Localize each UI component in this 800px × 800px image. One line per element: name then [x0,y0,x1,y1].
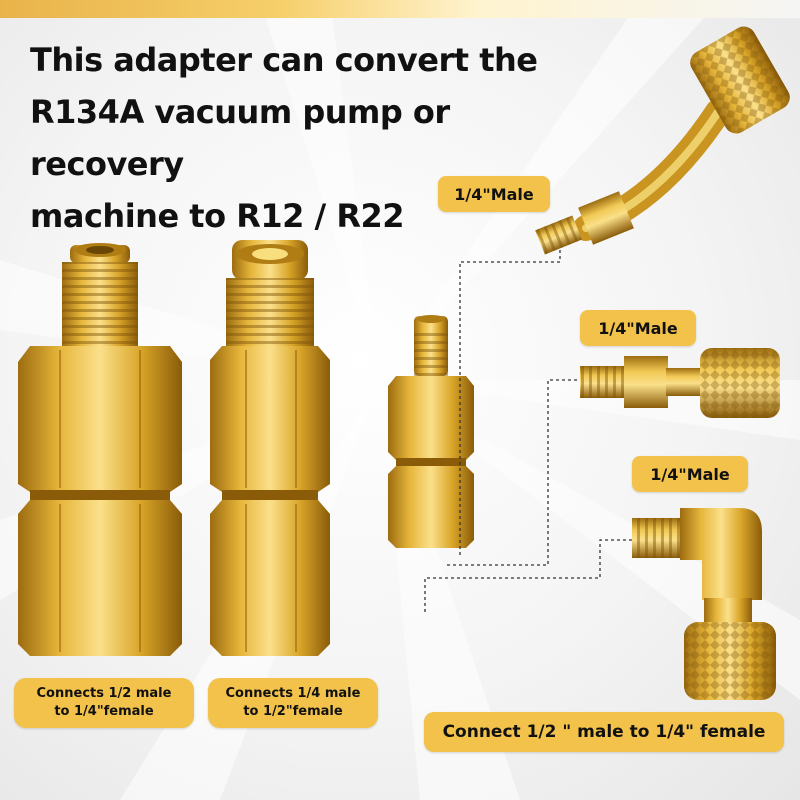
leader-lines [424,236,640,612]
adapter-bent [535,26,790,255]
caption-adapter-1: Connects 1/2 male to 1/4"female [14,678,194,728]
caption-connect-note: Connect 1/2 " male to 1/4" female [424,712,784,752]
adapter-1 [18,243,182,656]
label-male-middle: 1/4"Male [580,310,696,346]
caption-adapter-1-line-2: to 1/4"female [54,704,154,719]
adapter-straight [580,348,780,418]
adapter-2 [210,240,330,656]
headline-line-1: This adapter can convert the [30,41,538,79]
caption-adapter-2-line-2: to 1/2"female [243,704,343,719]
adapter-elbow [632,508,776,700]
headline: This adapter can convert the R134A vacuu… [30,34,590,242]
headline-line-2: R134A vacuum pump or recovery [30,93,450,183]
headline-line-3: machine to R12 / R22 [30,197,405,235]
label-male-top: 1/4"Male [438,176,550,212]
caption-adapter-2: Connects 1/4 male to 1/2"female [208,678,378,728]
top-accent-strip [0,0,800,18]
label-male-bottom: 1/4"Male [632,456,748,492]
adapter-3 [388,315,474,548]
caption-adapter-2-line-1: Connects 1/4 male [225,686,361,701]
caption-adapter-1-line-1: Connects 1/2 male [36,686,172,701]
